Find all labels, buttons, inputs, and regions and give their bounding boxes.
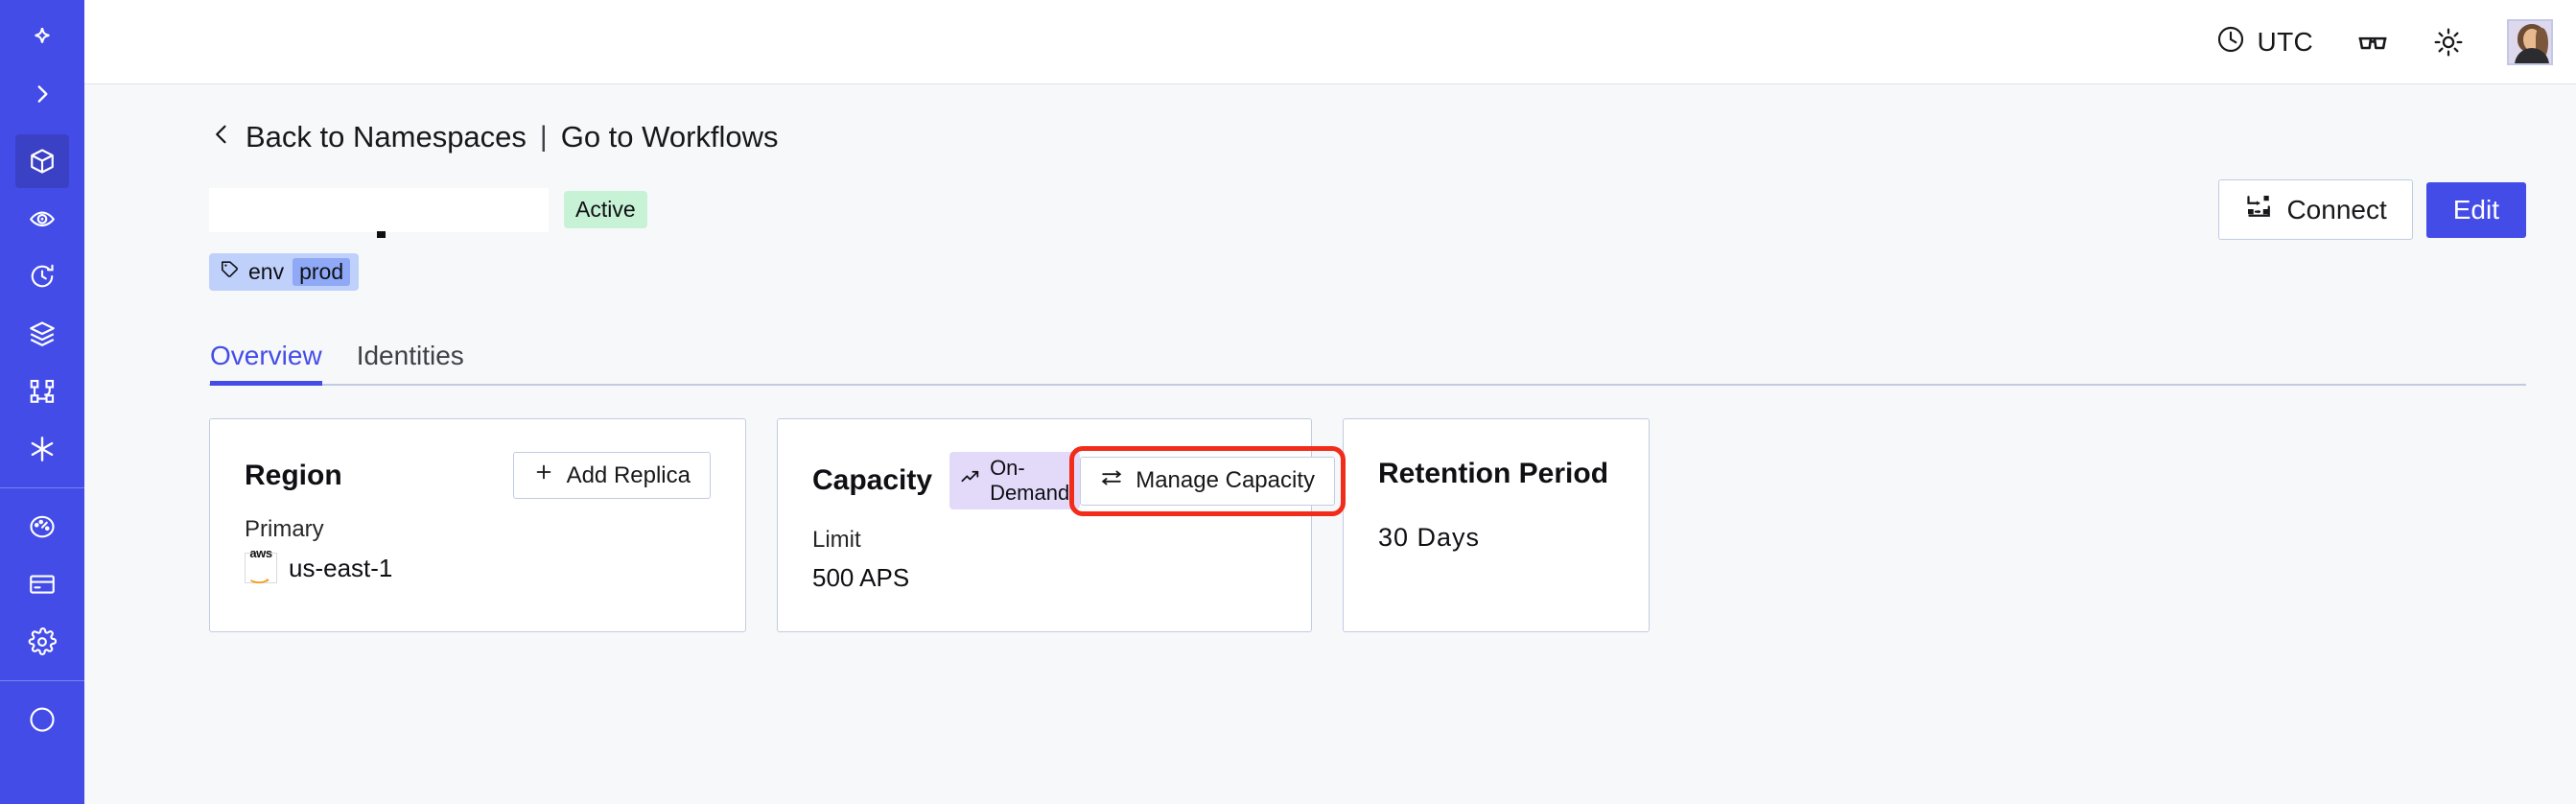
sliders-icon: [1100, 466, 1123, 496]
region-primary-label: Primary: [245, 516, 324, 542]
chevron-left-icon[interactable]: [209, 119, 234, 154]
glasses-icon[interactable]: [2355, 25, 2390, 59]
region-primary-value-row: aws us-east-1: [245, 547, 711, 583]
region-card-header: Region Add Replica: [245, 452, 711, 499]
capacity-limit-value: 500 APS: [812, 563, 910, 592]
sidebar: [0, 0, 84, 804]
sidebar-divider-top: [0, 487, 84, 488]
sidebar-item-billing[interactable]: [15, 557, 69, 611]
sidebar-item-observe[interactable]: [15, 192, 69, 246]
sidebar-item-usage[interactable]: [15, 500, 69, 554]
usage-dashboard-icon: [28, 512, 57, 541]
temporal-star-icon[interactable]: [15, 10, 69, 63]
tag-icon: [220, 259, 240, 285]
aws-logo-text: aws: [249, 545, 272, 560]
asterisk-icon: [27, 434, 58, 464]
capacity-card-title: Capacity: [812, 464, 933, 496]
main-area: UTC: [84, 0, 2576, 804]
breadcrumb-separator: |: [539, 120, 548, 153]
sidebar-item-batch[interactable]: [15, 307, 69, 361]
tab-overview[interactable]: Overview: [210, 333, 340, 386]
namespace-title-dot: [377, 230, 386, 238]
namespace-actions: Connect Edit: [2218, 179, 2526, 240]
workflow-icon: [28, 377, 57, 406]
sidebar-expand-chevron-right-icon[interactable]: [15, 67, 69, 121]
tag-chip-env[interactable]: env prod: [209, 253, 360, 291]
layers-icon: [28, 319, 57, 348]
sun-icon[interactable]: [2432, 26, 2465, 59]
tag-key: env: [248, 259, 285, 284]
capacity-card-header: Capacity On-Demand: [812, 445, 1346, 516]
retention-card-title: Retention Period: [1378, 458, 1609, 489]
top-bar: UTC: [84, 0, 2576, 84]
breadcrumb: Back to Namespaces | Go to Workflows: [209, 119, 2526, 154]
back-to-namespaces-link[interactable]: Back to Namespaces: [246, 119, 527, 154]
retention-card-header: Retention Period: [1378, 452, 1614, 496]
timezone-label: UTC: [2257, 26, 2313, 57]
sidebar-item-settings[interactable]: [15, 615, 69, 669]
sidebar-item-schedules[interactable]: [15, 249, 69, 303]
connect-icon: [2244, 192, 2273, 227]
sidebar-item-nexus[interactable]: [15, 422, 69, 476]
clock-icon: [2215, 24, 2246, 59]
tab-bar: Overview Identities: [209, 333, 2526, 386]
credit-card-icon: [28, 570, 57, 599]
sidebar-item-help[interactable]: [15, 693, 69, 746]
status-badge: Active: [564, 190, 647, 229]
tab-identities[interactable]: Identities: [356, 341, 464, 370]
region-card: Region Add Replica Primary: [209, 418, 746, 632]
cube-icon: [28, 147, 57, 176]
on-demand-badge: On-Demand: [949, 452, 1081, 509]
timezone-selector[interactable]: UTC: [2215, 24, 2313, 59]
manage-capacity-label: Manage Capacity: [1136, 467, 1315, 493]
namespace-title-redacted: [209, 187, 549, 238]
page-content: Back to Namespaces | Go to Workflows Act…: [84, 84, 2576, 804]
add-replica-label: Add Replica: [566, 461, 691, 488]
avatar-body: [2515, 47, 2549, 63]
tag-value: prod: [293, 258, 351, 286]
namespace-tags: env prod: [209, 253, 2526, 291]
trend-up-icon: [960, 467, 981, 494]
capacity-limit-label: Limit: [812, 527, 861, 553]
connect-button[interactable]: Connect: [2218, 179, 2413, 240]
capacity-card: Capacity On-Demand: [777, 418, 1346, 632]
eye-icon: [28, 204, 57, 233]
sidebar-divider-bottom: [0, 680, 84, 681]
help-circle-icon: [28, 705, 57, 734]
region-primary-value: us-east-1: [289, 553, 393, 582]
region-card-title: Region: [245, 459, 342, 491]
namespace-header-row: Active: [209, 179, 2526, 240]
aws-swoosh-icon: [250, 560, 271, 590]
sidebar-item-namespaces[interactable]: [15, 134, 69, 188]
retention-value: 30 Days: [1378, 523, 1481, 552]
gear-icon: [28, 627, 57, 656]
aws-logo: aws: [245, 547, 277, 583]
user-avatar[interactable]: [2507, 18, 2553, 65]
plus-icon: [533, 461, 554, 489]
sidebar-item-workflows[interactable]: [15, 365, 69, 418]
go-to-workflows-link[interactable]: Go to Workflows: [560, 119, 779, 154]
edit-button[interactable]: Edit: [2425, 181, 2526, 238]
overview-cards: Region Add Replica Primary: [209, 418, 2526, 632]
history-icon: [28, 262, 57, 291]
on-demand-badge-label: On-Demand: [990, 456, 1070, 505]
connect-button-label: Connect: [2286, 194, 2387, 225]
add-replica-button[interactable]: Add Replica: [512, 452, 711, 499]
manage-capacity-button[interactable]: Manage Capacity: [1069, 445, 1346, 516]
retention-period-card: Retention Period 30 Days: [1343, 418, 1650, 632]
